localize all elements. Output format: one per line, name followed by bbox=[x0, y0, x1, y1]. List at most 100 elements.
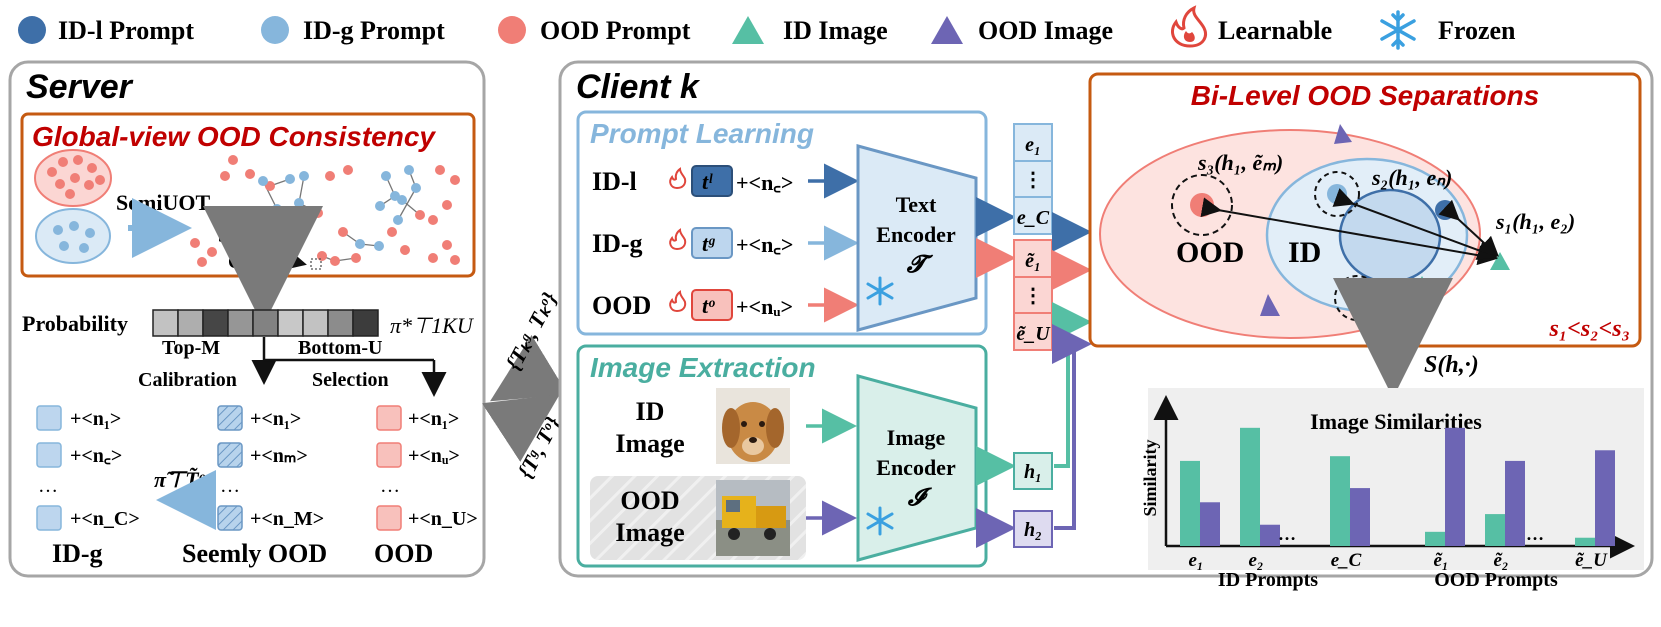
similarity-bar bbox=[1485, 514, 1505, 546]
calibration-label: Calibration bbox=[138, 369, 237, 391]
idg-prompt-point bbox=[1347, 288, 1367, 308]
ood-cluster bbox=[34, 149, 112, 207]
id-image-label-1: ID bbox=[636, 397, 665, 426]
bar-ellipsis: … bbox=[1278, 524, 1296, 544]
upload-arrow bbox=[490, 334, 569, 402]
snowflake-icon bbox=[866, 276, 894, 306]
idg-prompt-square bbox=[36, 442, 62, 468]
embedding-column: e₁ ⋮ e_C ẽ₁ ⋮ ẽ_U bbox=[1013, 123, 1053, 351]
similarity-bar bbox=[1180, 460, 1200, 546]
h2-to-bilevel bbox=[1052, 324, 1092, 530]
y-axis-label: Similarity bbox=[1140, 440, 1160, 517]
snowflake-icon bbox=[866, 506, 894, 536]
ood-prompt-row: +<nᵤ> bbox=[408, 445, 460, 467]
probability-bar bbox=[152, 309, 379, 337]
ood-image-point bbox=[1334, 124, 1352, 144]
similarity-bar bbox=[1505, 460, 1525, 546]
idg-prompt-row: +<n_C> bbox=[70, 508, 140, 530]
server-panel: Server Global-view OOD Consistency SemiU… bbox=[8, 60, 486, 578]
x-tick-label: e_C bbox=[1331, 550, 1362, 571]
similarity-bar bbox=[1240, 427, 1260, 546]
prompt-suffix: +<n꜀> bbox=[736, 170, 793, 195]
idg-prompt-point bbox=[1327, 184, 1347, 204]
seemly-prompt-row: +<n₁> bbox=[250, 408, 301, 430]
similarity-bar bbox=[1425, 531, 1445, 546]
image-extraction-title: Image Extraction bbox=[590, 352, 816, 383]
ood-prompt-row: +<n_U> bbox=[408, 508, 478, 530]
id-g-prompt-legend-icon bbox=[261, 16, 289, 44]
similarity-bar bbox=[1445, 427, 1465, 546]
ood-image-label-1: OOD bbox=[620, 486, 679, 515]
legend-id-l-label: ID-l Prompt bbox=[58, 16, 194, 45]
seemly-label-1: Seemly bbox=[218, 225, 279, 247]
prompt-learning-title: Prompt Learning bbox=[590, 118, 814, 149]
server-title: Server bbox=[26, 68, 134, 106]
transfer-arrows: {Tₖᵍ, Tₖᵒ} {Tᵍ, Tᵒ} bbox=[481, 288, 569, 482]
learnable-token-box bbox=[691, 289, 733, 321]
prompt-row-label: OOD bbox=[592, 291, 651, 320]
probability-cell bbox=[352, 309, 379, 337]
probability-cell bbox=[252, 309, 279, 337]
id-image-label-2: Image bbox=[615, 429, 684, 458]
idg-prompt-row: +<n₁> bbox=[70, 408, 121, 430]
truck-image bbox=[716, 480, 790, 556]
ood-image-label-2: Image bbox=[615, 518, 684, 547]
selection-lines bbox=[251, 337, 447, 397]
h1-to-bilevel bbox=[1052, 302, 1092, 468]
probability-cell bbox=[177, 309, 204, 337]
id-cluster bbox=[35, 208, 111, 264]
learnable-token-box bbox=[691, 165, 733, 197]
legend-ood-label: OOD Prompt bbox=[540, 16, 691, 45]
client-panel: Client k Prompt Learning ID-l tˡ +<n꜀> I… bbox=[558, 60, 1654, 591]
similarity-chart-bg bbox=[1148, 388, 1644, 570]
ood-image-point bbox=[1260, 294, 1280, 316]
ood-region-label: OOD bbox=[1176, 236, 1244, 269]
legend: ID-l Prompt ID-g Prompt OOD Prompt ID Im… bbox=[18, 5, 1516, 50]
idg-prompt-square bbox=[36, 505, 62, 531]
probability-cell bbox=[327, 309, 354, 337]
ood-embedding-stack bbox=[1013, 239, 1053, 351]
id-image-point bbox=[1490, 252, 1510, 270]
x-tick-label: e₂ bbox=[1248, 550, 1263, 571]
seemly-prompt-row: +<n_M> bbox=[250, 508, 324, 530]
probability-cell bbox=[302, 309, 329, 337]
flame-icon bbox=[669, 167, 687, 190]
legend-ood-image-label: OOD Image bbox=[978, 16, 1113, 45]
learnable-token: tˡ bbox=[702, 169, 713, 194]
topm-label: Top-M bbox=[162, 337, 220, 359]
seemly-prompt-square bbox=[217, 505, 243, 531]
legend-frozen-label: Frozen bbox=[1438, 16, 1516, 45]
embedding-dots: ⋮ bbox=[1023, 285, 1043, 307]
flame-icon bbox=[669, 228, 687, 251]
idg-prompt-row: +<n꜀> bbox=[70, 445, 122, 467]
column-label-ood: OOD bbox=[374, 539, 433, 568]
flame-icon bbox=[1171, 5, 1207, 48]
prompt-row-label: ID-g bbox=[592, 229, 643, 258]
semiuot-label: SemiUOT bbox=[116, 190, 210, 215]
text-encoder bbox=[856, 144, 978, 332]
column-label-seemly: Seemly OOD bbox=[182, 539, 327, 568]
h2-label: h₂ bbox=[1024, 519, 1042, 541]
ood-prompt-square bbox=[376, 405, 402, 431]
idg-prompt-ellipsis: … bbox=[38, 475, 58, 497]
image-encoder-label-2: Encoder bbox=[876, 455, 956, 480]
probability-cell bbox=[277, 309, 304, 337]
selection-label: Selection bbox=[312, 369, 389, 391]
ood-prompt-square bbox=[376, 505, 402, 531]
group-label: ID Prompts bbox=[1218, 569, 1318, 591]
similarity-arrow-label: S(h,·) bbox=[1424, 352, 1479, 378]
prompt-suffix: +<n꜀> bbox=[736, 232, 793, 257]
id-l-prompt-legend-icon bbox=[18, 16, 46, 44]
h1-label: h₁ bbox=[1024, 461, 1042, 483]
similarity-bar bbox=[1575, 537, 1595, 546]
bar-ellipsis: … bbox=[1526, 524, 1544, 544]
probability-label: Probability bbox=[22, 311, 128, 336]
global-view-title: Global-view OOD Consistency bbox=[32, 121, 436, 152]
x-tick-label: ẽ₁ bbox=[1433, 550, 1448, 571]
similarity-bar bbox=[1260, 524, 1280, 546]
seemly-prompt-row: +<nₘ> bbox=[250, 445, 308, 467]
probability-cell bbox=[152, 309, 179, 337]
embedding-dots: ⋮ bbox=[1023, 169, 1043, 191]
idg-prompt-square bbox=[36, 405, 62, 431]
